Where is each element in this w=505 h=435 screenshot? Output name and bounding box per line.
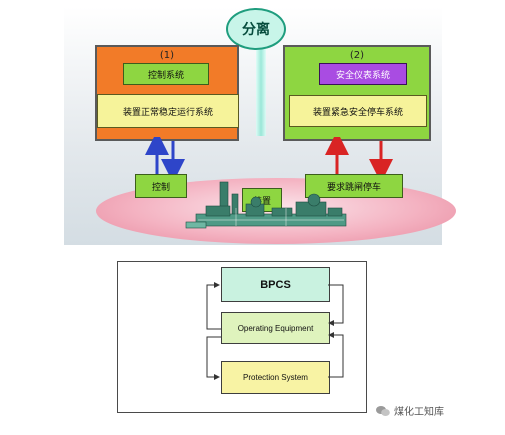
control-label: 控制 [135, 174, 187, 198]
watermark-text: 煤化工知库 [394, 407, 444, 418]
plant-illustration [185, 181, 347, 229]
block-number-2: (2) [349, 50, 365, 61]
wechat-icon [376, 405, 390, 416]
control-system-block: (1) 控制系统 装置正常稳定运行系统 [95, 45, 239, 141]
emergency-shutdown-system-label: 装置紧急安全停车系统 [289, 95, 427, 127]
equipment-to-protection-connector [206, 336, 221, 380]
signal-arrows [145, 137, 393, 179]
normal-operation-system-label: 装置正常稳定运行系统 [97, 94, 239, 128]
safety-system-block: (2) 安全仪表系统 装置紧急安全停车系统 [283, 45, 431, 141]
protection-to-equipment-connector [328, 332, 344, 378]
bpcs-to-equipment-connector [328, 284, 344, 326]
trip-request-label: 要求跳闸停车 [305, 174, 403, 198]
control-system-label: 控制系统 [123, 63, 209, 85]
protection-system-box: Protection System [221, 361, 330, 394]
operating-equipment-box: Operating Equipment [221, 312, 330, 344]
safety-instrumented-system-label: 安全仪表系统 [319, 63, 407, 85]
bpcs-box: BPCS [221, 267, 330, 302]
block-number-1: (1) [159, 50, 175, 61]
watermark: 煤化工知库 [376, 403, 444, 418]
flow-connectors [206, 282, 344, 380]
equipment-to-bpcs-connector [206, 282, 221, 330]
separation-bar [256, 46, 266, 136]
separation-oval: 分离 [226, 8, 286, 50]
